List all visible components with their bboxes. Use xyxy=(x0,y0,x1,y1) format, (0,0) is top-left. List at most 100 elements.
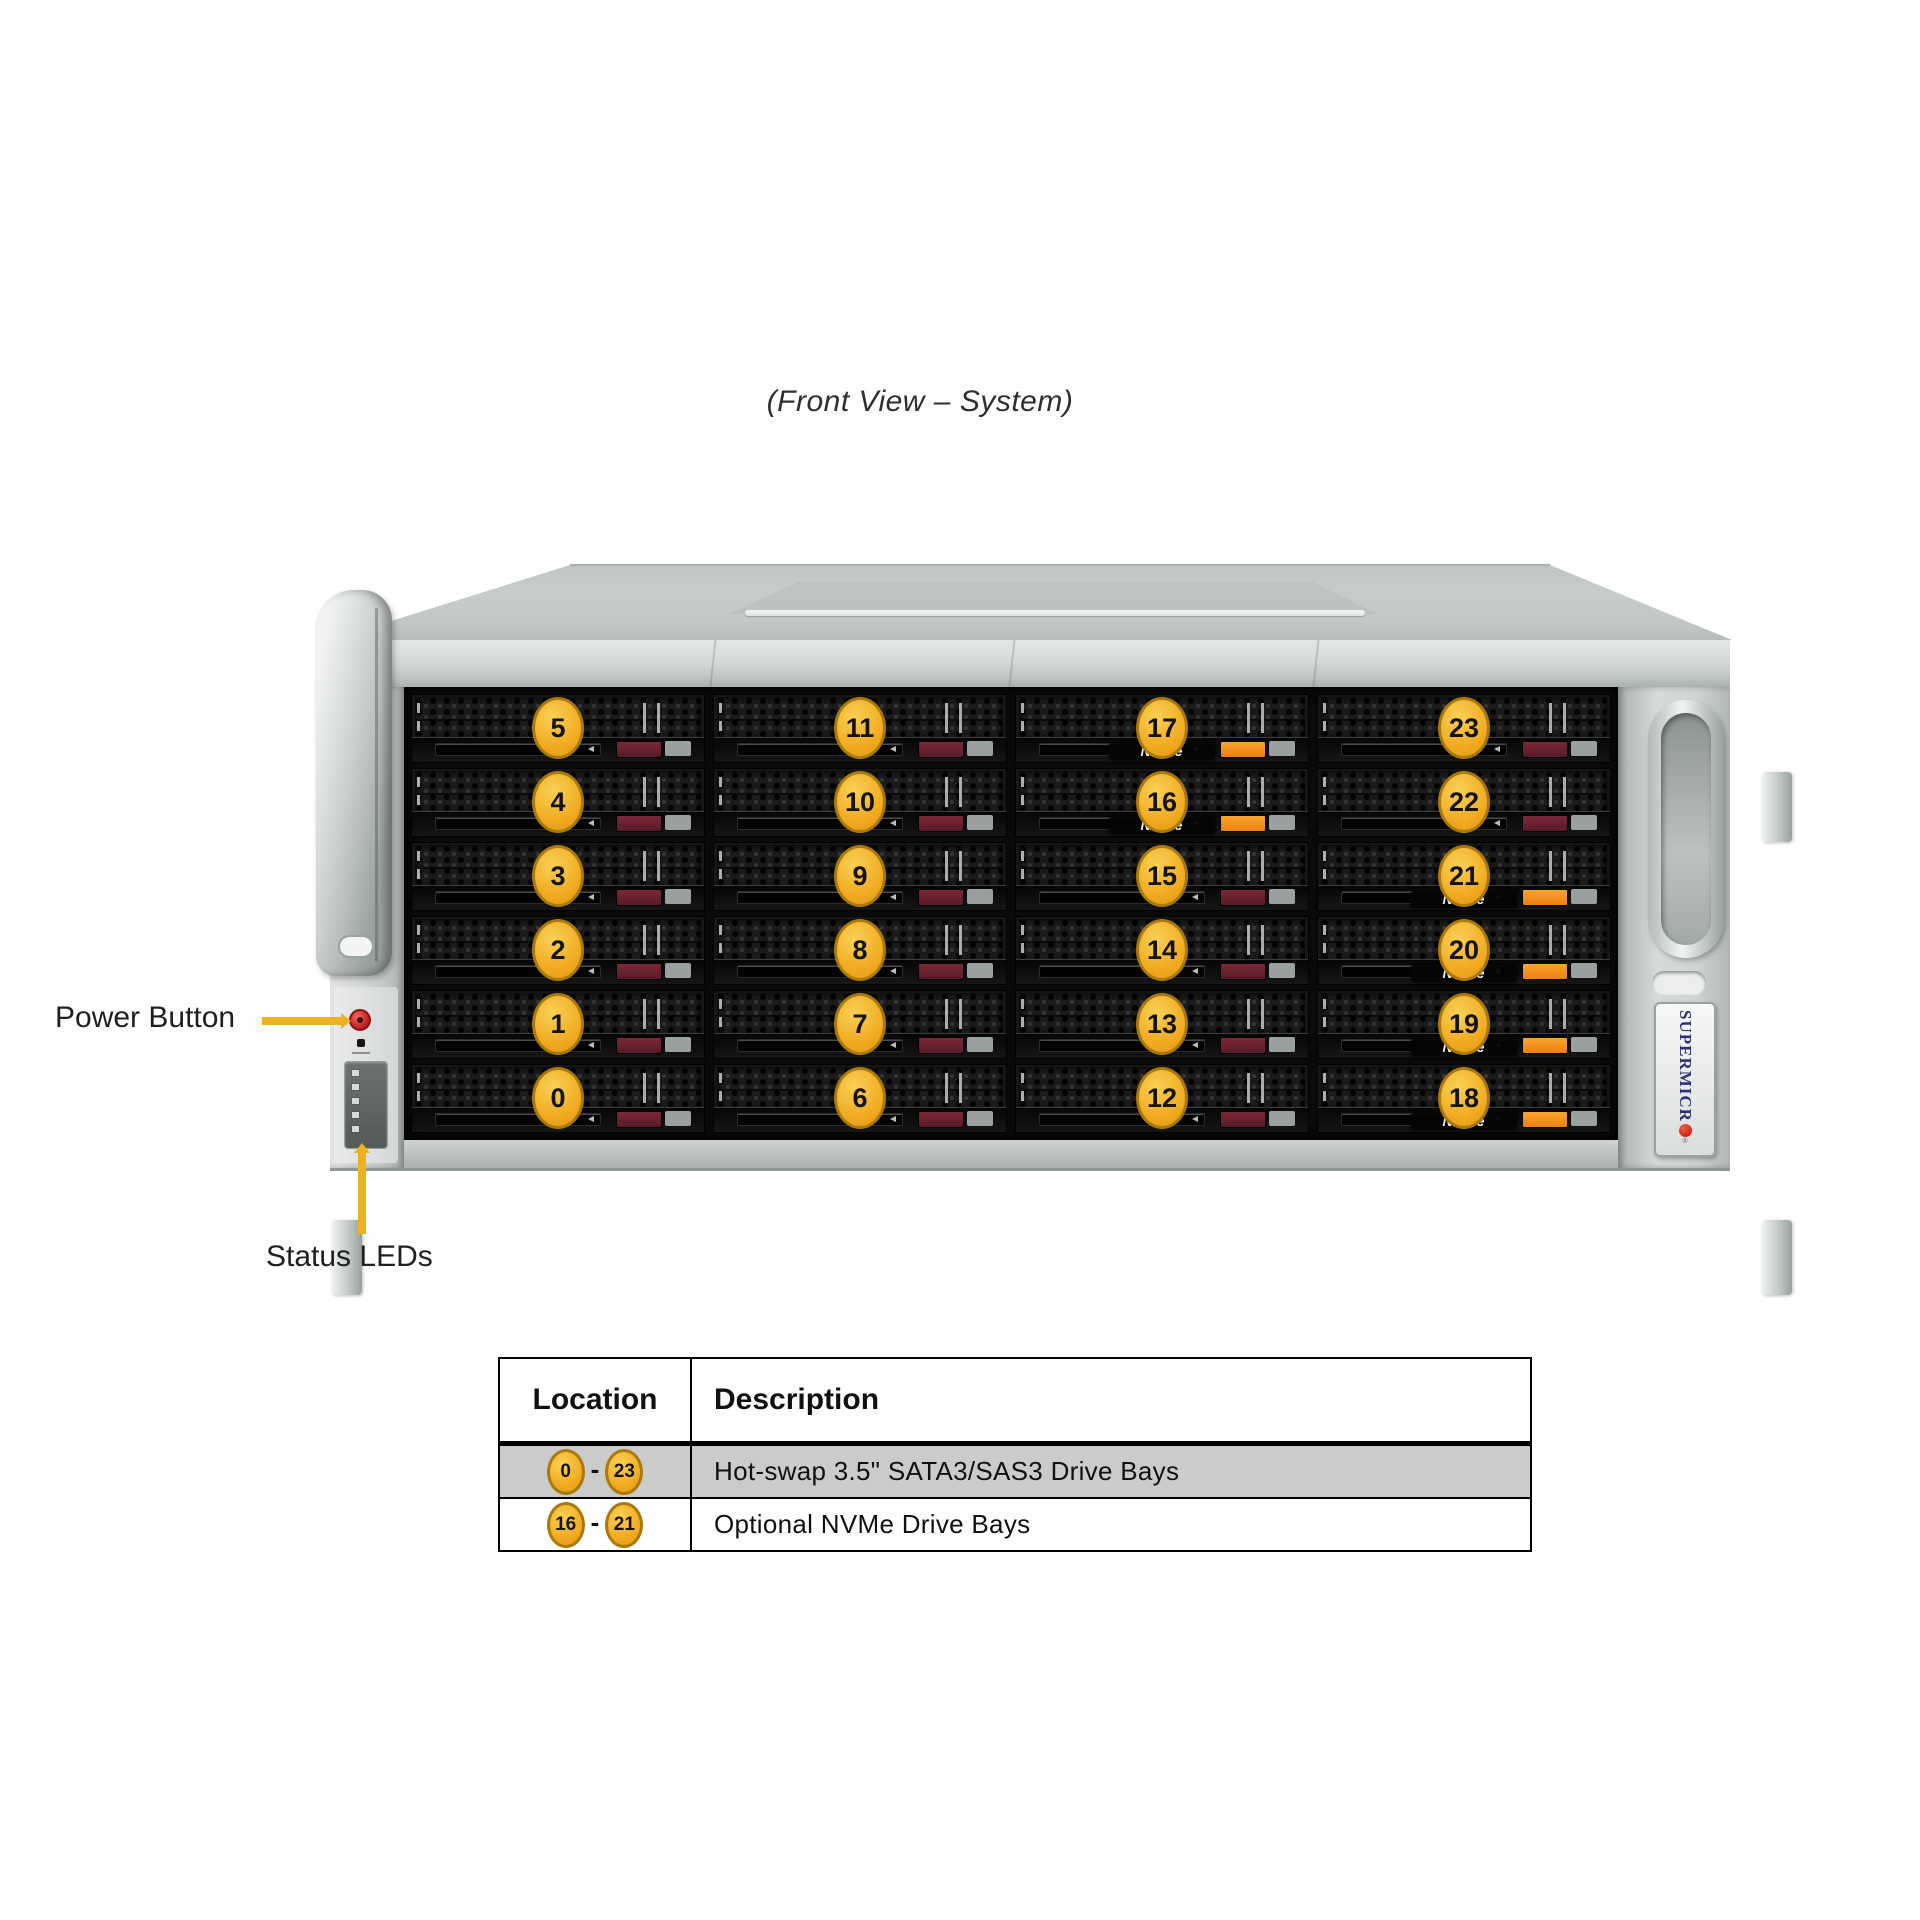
bay-light-pipe xyxy=(719,1073,722,1083)
drive-bay-1[interactable]: 1 xyxy=(411,990,705,1059)
sata-latch-button[interactable] xyxy=(1220,1111,1267,1128)
sata-latch-button[interactable] xyxy=(1522,815,1569,832)
left-handle[interactable] xyxy=(316,590,392,976)
latch-button-guide xyxy=(664,1037,691,1052)
location-badge: 23 xyxy=(605,1448,644,1495)
bay-led-slot xyxy=(657,777,660,807)
location-badge: 21 xyxy=(605,1501,644,1548)
bay-led-slot xyxy=(959,703,962,733)
bay-light-pipe xyxy=(1021,1017,1024,1027)
bay-led-slot xyxy=(657,703,660,733)
drive-bay-5[interactable]: 5 xyxy=(411,694,705,763)
bay-led-slot xyxy=(1563,703,1566,733)
bay-light-pipe xyxy=(1323,869,1326,879)
bay-number-badge: 3 xyxy=(532,845,584,907)
nvme-latch-button[interactable] xyxy=(1522,963,1569,980)
drive-bay-19[interactable]: NVMe19 xyxy=(1317,990,1611,1059)
drive-bay-18[interactable]: NVMe18 xyxy=(1317,1064,1611,1133)
bay-light-pipe xyxy=(1323,795,1326,805)
drive-bay-4[interactable]: 4 xyxy=(411,768,705,837)
drive-bay-3[interactable]: 3 xyxy=(411,842,705,911)
sata-latch-button[interactable] xyxy=(918,1037,965,1054)
drive-bay-11[interactable]: 11 xyxy=(713,694,1007,763)
sata-latch-button[interactable] xyxy=(1220,963,1267,980)
drive-bay-12[interactable]: 12 xyxy=(1015,1064,1309,1133)
status-led-icon xyxy=(352,1112,359,1118)
drive-bay-16[interactable]: NVMe16 xyxy=(1015,768,1309,837)
bay-number-badge: 17 xyxy=(1136,697,1188,759)
drive-bay-6[interactable]: 6 xyxy=(713,1064,1007,1133)
server-chassis: 54321011109876NVMe17NVMe16151413122322NV… xyxy=(298,560,1792,1295)
drive-bay-15[interactable]: 15 xyxy=(1015,842,1309,911)
latch-button-guide xyxy=(1570,963,1597,978)
nvme-latch-button[interactable] xyxy=(1522,889,1569,906)
power-button[interactable] xyxy=(349,1009,371,1031)
latch-button-guide xyxy=(1570,1111,1597,1126)
sata-latch-button[interactable] xyxy=(918,815,965,832)
bay-light-pipe xyxy=(719,999,722,1009)
bay-number-badge: 11 xyxy=(834,697,886,759)
column-header-location: Location xyxy=(499,1358,692,1446)
bay-light-pipe xyxy=(417,1017,420,1027)
latch-button-guide xyxy=(664,963,691,978)
drive-bay-2[interactable]: 2 xyxy=(411,916,705,985)
sata-latch-button[interactable] xyxy=(918,741,965,758)
bay-led-slot xyxy=(657,851,660,881)
drive-bay-21[interactable]: NVMe21 xyxy=(1317,842,1611,911)
bay-number-badge: 4 xyxy=(532,771,584,833)
bay-light-pipe xyxy=(1021,1073,1024,1083)
bay-led-slot xyxy=(1261,703,1264,733)
sata-latch-button[interactable] xyxy=(616,963,663,980)
sata-latch-button[interactable] xyxy=(918,963,965,980)
right-handle[interactable] xyxy=(1648,700,1724,958)
bay-light-pipe xyxy=(1021,851,1024,861)
drive-bay-14[interactable]: 14 xyxy=(1015,916,1309,985)
sata-latch-button[interactable] xyxy=(1522,741,1569,758)
drive-bay-23[interactable]: 23 xyxy=(1317,694,1611,763)
bay-led-slot xyxy=(1549,999,1552,1029)
sata-latch-button[interactable] xyxy=(616,1111,663,1128)
bay-led-slot xyxy=(945,925,948,955)
nvme-latch-button[interactable] xyxy=(1220,741,1267,758)
drive-bay-10[interactable]: 10 xyxy=(713,768,1007,837)
bay-led-slot xyxy=(1563,1073,1566,1103)
sata-latch-button[interactable] xyxy=(1220,889,1267,906)
bay-light-pipe xyxy=(417,999,420,1009)
sata-latch-button[interactable] xyxy=(918,889,965,906)
column-header-description: Description xyxy=(691,1358,1531,1446)
sata-latch-button[interactable] xyxy=(616,1037,663,1054)
bay-led-slot xyxy=(1247,777,1250,807)
drive-bay-7[interactable]: 7 xyxy=(713,990,1007,1059)
latch-button-guide xyxy=(664,1111,691,1126)
bay-led-slot xyxy=(1261,777,1264,807)
nvme-latch-button[interactable] xyxy=(1220,815,1267,832)
reset-button[interactable] xyxy=(357,1039,365,1047)
bay-light-pipe xyxy=(1323,1017,1326,1027)
sata-latch-button[interactable] xyxy=(616,889,663,906)
sata-latch-button[interactable] xyxy=(616,815,663,832)
bay-light-pipe xyxy=(1021,777,1024,787)
latch-button-guide xyxy=(664,889,691,904)
bay-light-pipe xyxy=(1323,1073,1326,1083)
bay-light-pipe xyxy=(1323,721,1326,731)
chassis-top-back-edge xyxy=(570,564,1550,566)
drive-bay-22[interactable]: 22 xyxy=(1317,768,1611,837)
bay-led-slot xyxy=(643,999,646,1029)
nvme-latch-button[interactable] xyxy=(1522,1037,1569,1054)
drive-bay-0[interactable]: 0 xyxy=(411,1064,705,1133)
latch-button-guide xyxy=(966,1037,993,1052)
left-latch-slot xyxy=(338,935,374,958)
sata-latch-button[interactable] xyxy=(918,1111,965,1128)
drive-bay-17[interactable]: NVMe17 xyxy=(1015,694,1309,763)
drive-bay-13[interactable]: 13 xyxy=(1015,990,1309,1059)
nvme-latch-button[interactable] xyxy=(1522,1111,1569,1128)
bay-led-slot xyxy=(959,999,962,1029)
sata-latch-button[interactable] xyxy=(616,741,663,758)
drive-bay-20[interactable]: NVMe20 xyxy=(1317,916,1611,985)
bay-number-badge: 1 xyxy=(532,993,584,1055)
drive-bay-8[interactable]: 8 xyxy=(713,916,1007,985)
sata-latch-button[interactable] xyxy=(1220,1037,1267,1054)
bay-light-pipe xyxy=(1021,703,1024,713)
drive-bay-9[interactable]: 9 xyxy=(713,842,1007,911)
